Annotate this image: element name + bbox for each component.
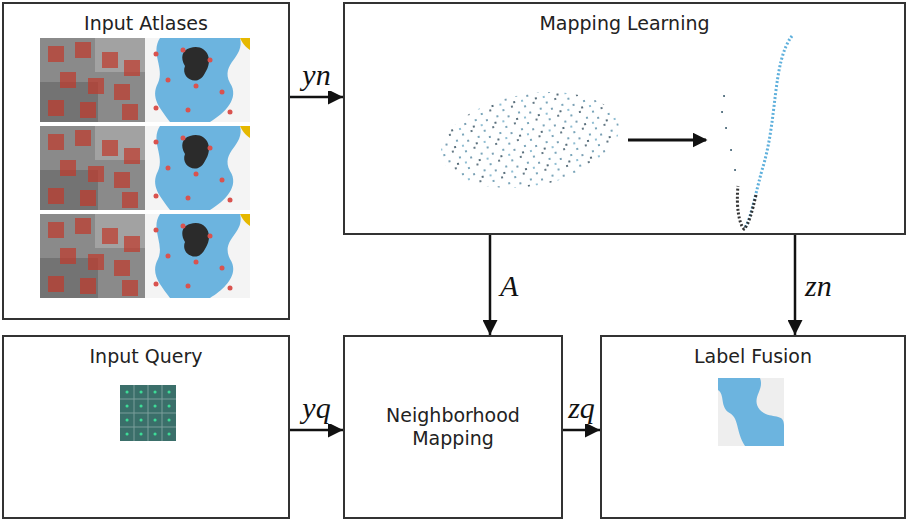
flow-arrow [290, 429, 343, 432]
atlas-row-3 [40, 214, 250, 298]
fused-label-region [718, 378, 784, 446]
flow-arrow [290, 96, 343, 99]
edge-label: A [498, 269, 520, 302]
edge-label: zn [803, 269, 834, 302]
box-title: Neighborhood Mapping [373, 404, 533, 450]
edge-label: yn [300, 58, 332, 91]
edge-label: yq [300, 391, 332, 424]
query-image [120, 385, 176, 441]
embedding-curve [744, 36, 792, 229]
edge-label: zq [566, 391, 597, 424]
query-points [127, 392, 169, 434]
flow-arrow [489, 235, 492, 335]
process-box: Neighborhood Mapping [343, 335, 563, 519]
embedding-curve-dark [737, 186, 756, 229]
box-title: Input Query [90, 345, 203, 368]
box-title: Label Fusion [694, 345, 812, 368]
fused-label-map [718, 378, 784, 446]
scatter-cloud [433, 79, 626, 201]
process-box: Label Fusion [600, 335, 906, 519]
process-box: Input Atlases [2, 2, 290, 320]
query-grid [120, 385, 176, 441]
atlas-row-1 [40, 38, 250, 122]
embedding-points [722, 96, 735, 170]
box-title: Mapping Learning [539, 12, 709, 35]
process-box: Mapping Learning [343, 2, 906, 235]
process-box: Input Query [2, 335, 290, 519]
flow-arrow [563, 429, 600, 432]
atlas-row-2 [40, 126, 250, 210]
box-title: Input Atlases [84, 12, 208, 35]
flow-arrow [794, 235, 797, 335]
mapping-arrow [628, 139, 706, 142]
